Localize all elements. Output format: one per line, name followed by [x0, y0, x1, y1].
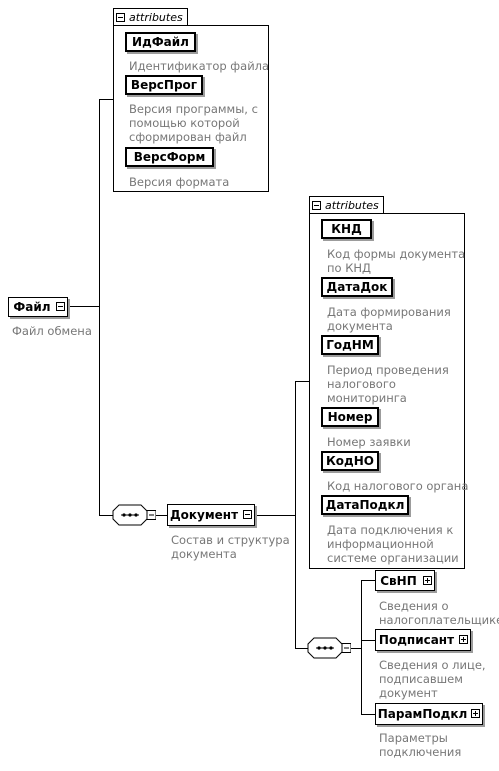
attribute-desc: Дата подключения к информационной систем…	[327, 523, 459, 565]
collapse-icon[interactable]	[312, 201, 321, 210]
collapse-icon[interactable]	[243, 510, 252, 519]
expand-icon[interactable]	[459, 635, 468, 644]
attribute-label: КНД	[331, 222, 362, 236]
attribute-desc: Период проведения налогового мониторинга	[327, 363, 449, 405]
child-element-desc: Параметры подключения	[379, 731, 462, 759]
document-element-label: Документ	[169, 508, 239, 522]
attribute-label: ИдФайл	[132, 35, 189, 49]
child-element-label: Подписант	[378, 633, 455, 647]
attribute-label: ВерсПрог	[130, 78, 198, 92]
attribute-label: ВерсФорм	[133, 150, 206, 164]
connector-trunk-to-document-attributes	[295, 381, 309, 382]
expand-icon[interactable]	[423, 575, 432, 585]
attribute-box[interactable]: КНД	[321, 219, 372, 239]
attribute-desc: Идентификатор файла	[129, 59, 270, 73]
attribute-label: ДатаДок	[326, 280, 388, 294]
document-element-box[interactable]: Документ	[167, 504, 255, 526]
connector-sequence-to-document	[155, 515, 167, 516]
attribute-desc: Версия программы, с помощью которой сфор…	[129, 102, 258, 144]
connector-document-to-trunk	[255, 515, 295, 516]
attribute-desc: Код формы документа по КНД	[327, 247, 466, 275]
connector-document-trunk	[295, 381, 296, 648]
sequence-compositor-icon[interactable]	[307, 637, 351, 659]
attribute-box[interactable]: ГодНМ	[321, 335, 379, 355]
collapse-icon[interactable]	[56, 302, 65, 311]
root-element-box[interactable]: Файл	[8, 297, 68, 317]
attribute-label: КодНО	[326, 454, 374, 468]
child-element-box[interactable]: Подписант	[375, 629, 471, 651]
child-element-desc: Сведения о лице, подписавшем документ	[379, 658, 486, 700]
connector-child-sequence-to-trunk	[350, 648, 361, 649]
attribute-box[interactable]: ДатаПодкл	[321, 495, 409, 515]
attribute-label: ДатаПодкл	[325, 498, 405, 512]
attribute-box[interactable]: Номер	[321, 407, 379, 427]
child-element-box[interactable]: СвНП	[375, 570, 435, 591]
attribute-box[interactable]: КодНО	[321, 451, 379, 471]
attribute-label: Номер	[327, 410, 373, 424]
file-attributes-tab-label: attributes	[129, 11, 183, 24]
child-element-box[interactable]: ПарамПодкл	[375, 703, 483, 725]
connector-to-parampodkl	[361, 714, 375, 715]
attribute-box[interactable]: ВерсФорм	[125, 147, 214, 167]
attribute-box[interactable]: ВерсПрог	[125, 75, 203, 95]
connector-trunk-to-file-attributes	[99, 99, 113, 100]
attribute-label: ГодНМ	[326, 338, 374, 352]
connector-root-trunk	[99, 99, 100, 515]
attribute-desc: Версия формата	[129, 175, 230, 189]
connector-child-trunk	[361, 580, 362, 714]
child-element-label: СвНП	[380, 573, 417, 588]
expand-icon[interactable]	[471, 709, 480, 718]
attribute-box[interactable]: ДатаДок	[321, 277, 393, 297]
attribute-desc: Дата формирования документа	[327, 305, 451, 333]
connector-to-svnp	[361, 580, 375, 581]
attribute-box[interactable]: ИдФайл	[125, 32, 196, 52]
root-element-desc: Файл обмена	[12, 324, 92, 338]
attribute-desc: Номер заявки	[327, 435, 411, 449]
child-element-desc: Сведения о налогоплательщике	[379, 599, 499, 627]
document-attributes-tab-label: attributes	[325, 199, 379, 212]
connector-trunk-to-sequence	[99, 515, 113, 516]
document-element-desc: Состав и структура документа	[171, 533, 290, 561]
file-attributes-tab[interactable]: attributes	[113, 8, 188, 26]
collapse-icon[interactable]	[116, 13, 125, 22]
root-element-label: Файл	[13, 300, 51, 314]
connector-trunk-to-child-sequence	[295, 648, 308, 649]
sequence-compositor-icon[interactable]	[112, 504, 156, 526]
child-element-label: ПарамПодкл	[377, 707, 468, 721]
connector-to-podpisant	[361, 640, 375, 641]
connector-root-to-trunk	[68, 306, 99, 307]
document-attributes-tab[interactable]: attributes	[309, 196, 384, 214]
attribute-desc: Код налогового органа	[327, 479, 469, 493]
